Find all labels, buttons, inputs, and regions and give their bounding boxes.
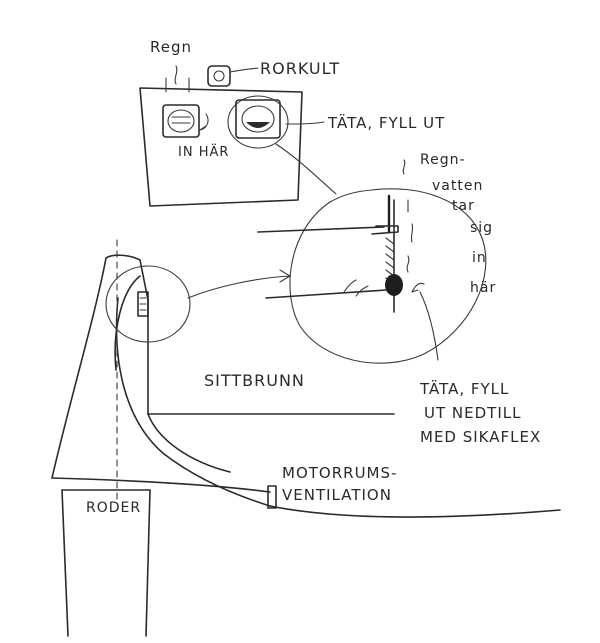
hull-vent-icon: [137, 291, 149, 317]
panel-line-bottom: [265, 289, 387, 299]
in-arrow-icon: [411, 282, 425, 293]
right-vent-icon: [235, 99, 281, 139]
label-sittbrunn: SITTBRUNN: [204, 371, 305, 390]
detail-circle: [289, 188, 487, 364]
rorkult-leader-line: [229, 67, 259, 73]
in-har-arrow-icon: [199, 113, 209, 131]
label-tata-top: TÄTA, FYLL UT: [327, 113, 445, 132]
label-tata-bottom-line: TÄTA, FYLL: [419, 379, 509, 398]
label-motorrum-line: VENTILATION: [282, 486, 392, 504]
tata-top-leader-line: [285, 121, 325, 125]
label-motorrum-line: MOTORRUMS-: [282, 464, 397, 482]
label-regnvatten-line: här: [470, 280, 496, 296]
label-regnvatten-line: in: [472, 250, 487, 266]
left-vent-icon: [162, 104, 200, 138]
label-tata-bottom-line: MED SIKAFLEX: [420, 428, 541, 446]
label-roder: RODER: [86, 500, 141, 516]
hull-to-detail-arrow-icon: [187, 269, 291, 299]
label-regnvatten-line: vatten: [432, 178, 483, 194]
label-regn: Regn: [150, 38, 192, 56]
label-tata-bottom: TÄTA, FYLL UT NEDTILL MED SIKAFLEX: [419, 379, 541, 446]
label-rorkult: RORKULT: [260, 59, 340, 78]
label-regnvatten-line: sig: [470, 220, 493, 236]
highlight-circle-top: [227, 95, 289, 149]
label-regnvatten-line: Regn-: [420, 152, 466, 168]
detail-connector-top: [275, 143, 337, 195]
boat-hull: [51, 239, 561, 637]
label-tata-bottom-line: UT NEDTILL: [424, 404, 521, 422]
bracket-top: [371, 225, 399, 235]
transom-panel: [139, 87, 303, 207]
rain-drop-icon: [165, 65, 190, 93]
label-in-har: IN HÄR: [178, 144, 229, 160]
sealant-blob: [385, 274, 403, 296]
label-regnvatten: Regn- vatten tar sig in här: [420, 152, 496, 296]
detail-rain-drops-icon: [343, 159, 414, 297]
panel-line-top: [257, 226, 385, 233]
label-motorrum: MOTORRUMS- VENTILATION: [282, 464, 397, 504]
tiller-fitting-icon: [207, 65, 231, 87]
tata-bottom-leader-line: [419, 291, 439, 361]
label-regnvatten-line: tar: [452, 198, 475, 214]
highlight-circle-hull: [105, 265, 191, 343]
hatched-seam: [385, 237, 395, 285]
